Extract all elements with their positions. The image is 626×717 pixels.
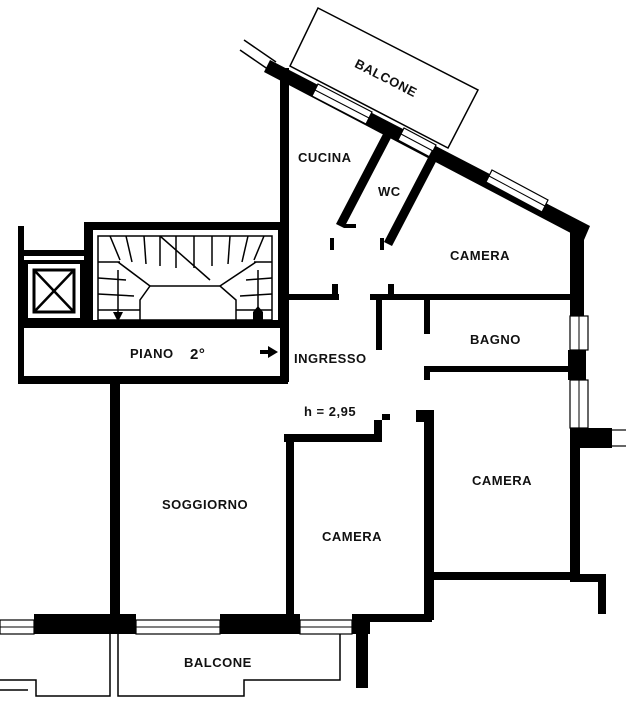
camera-center-label: CAMERA — [322, 529, 382, 544]
soggiorno-label: SOGGIORNO — [162, 497, 248, 512]
bagno-label: BAGNO — [470, 332, 521, 347]
cucina-label: CUCINA — [298, 150, 352, 165]
camera-e-label: CAMERA — [472, 473, 532, 488]
piano-label: PIANO — [130, 346, 174, 361]
south-wall — [0, 614, 432, 688]
camera-ne-label: CAMERA — [450, 248, 510, 263]
east-wall — [568, 226, 626, 614]
piano-number-label: 2° — [190, 346, 205, 363]
bathroom-walls — [376, 296, 574, 380]
corridor-walls — [284, 410, 580, 620]
stair-block: PIANO 2° — [18, 222, 288, 384]
balcone-bottom-label: BALCONE — [184, 655, 252, 670]
bottom-balcony — [0, 634, 341, 697]
living-room-walls — [110, 384, 120, 624]
entrance-arrow-icon — [260, 346, 278, 358]
wc-label: WC — [378, 184, 401, 199]
ingresso-label: INGRESSO — [294, 351, 367, 366]
height-label: h = 2,95 — [304, 404, 356, 419]
